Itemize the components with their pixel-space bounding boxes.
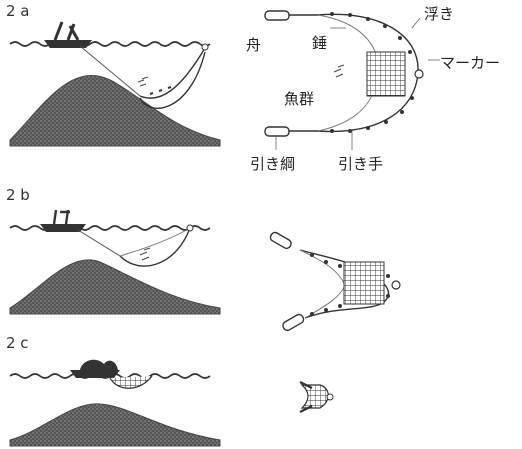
label-float: 浮き	[424, 5, 455, 23]
water-surface	[9, 41, 211, 47]
label-tow-rope: 引き綱	[250, 155, 296, 173]
panel-2c-plan-view	[299, 381, 334, 413]
float-dots	[330, 12, 414, 133]
tow-line	[79, 45, 141, 97]
panel-2a-plan-view	[264, 10, 440, 150]
marker-float	[201, 43, 209, 51]
boat-icon	[70, 359, 120, 378]
boat-icon	[40, 209, 86, 232]
label-fish-school: 魚群	[284, 90, 315, 108]
net-bag	[119, 227, 191, 267]
panel-2b-side-view	[9, 209, 221, 315]
seabed-mound	[9, 259, 221, 315]
panel-2a-side-view	[9, 21, 221, 147]
panel-2b-plan-view	[269, 231, 401, 332]
label-hauling-line: 引き手	[338, 155, 384, 173]
net-arc	[299, 249, 390, 319]
seabed-mound	[9, 74, 221, 147]
net-bag-mesh	[343, 261, 385, 305]
boat-top	[264, 10, 290, 21]
label-sinker: 錘	[312, 34, 328, 52]
panel-label-2a: 2 a	[6, 2, 30, 20]
net-bag-mesh	[366, 51, 406, 97]
net-line	[139, 47, 206, 99]
panel-2c-side-view	[9, 359, 221, 447]
net-bag	[139, 51, 206, 109]
seabed-mound	[9, 403, 221, 447]
water-surface	[9, 225, 211, 231]
panel-label-2c: 2 c	[6, 334, 29, 352]
boat-icon	[44, 21, 92, 48]
net-bag	[109, 375, 153, 389]
boat-bottom	[264, 126, 290, 137]
marker-float	[414, 69, 424, 79]
label-boat: 舟	[246, 36, 262, 54]
fish-school-icon	[137, 76, 149, 87]
net-bag-mesh	[300, 384, 329, 409]
fish-school-icon	[333, 64, 345, 78]
panel-label-2b: 2 b	[6, 186, 30, 204]
label-marker: マーカー	[440, 54, 501, 72]
